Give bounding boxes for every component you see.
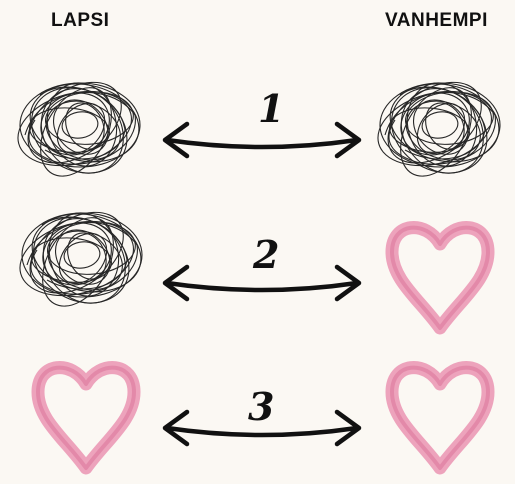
row-1: 1 [9,65,507,191]
row-number-2: 2 [252,232,279,277]
row-number-1: 1 [258,86,284,131]
scribble-tangle-icon [9,65,147,191]
row-2: 2 [11,195,488,328]
heart-icon [38,368,134,468]
row-number-3: 3 [248,384,274,429]
scribble-tangle-icon [369,65,507,191]
heart-icon [392,228,488,328]
scribble-tangle-icon [11,195,149,321]
row-3: 3 [38,368,488,468]
header-vanhempi: VANHEMPI [385,10,488,31]
heart-icon [392,368,488,468]
header-lapsi: LAPSI [51,10,110,31]
